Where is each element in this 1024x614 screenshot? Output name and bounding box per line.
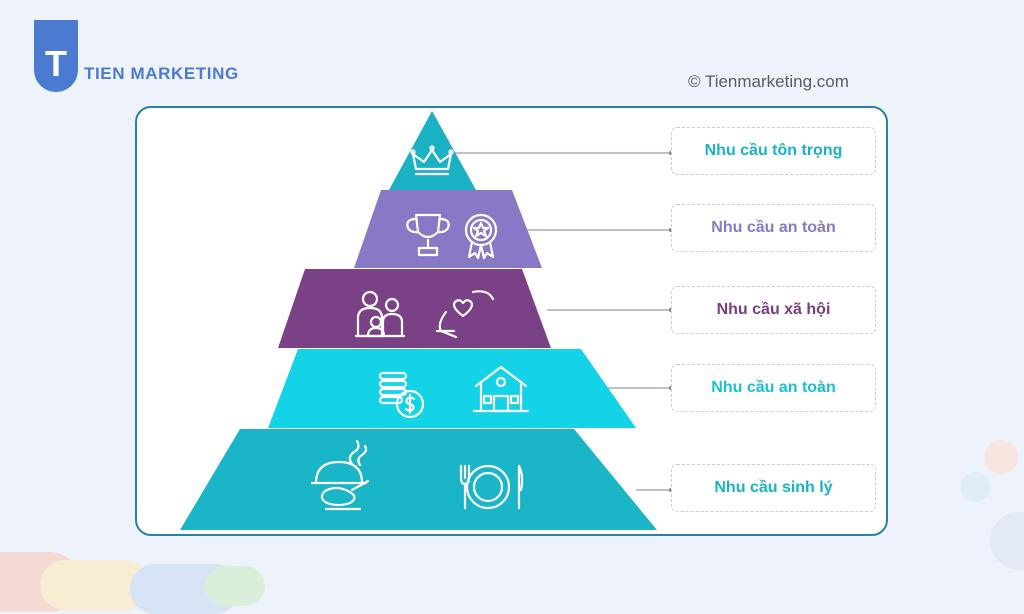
level-label-1: Nhu cầu tôn trọng xyxy=(704,142,843,159)
level-label-box-1: Nhu cầu tôn trọng xyxy=(671,127,876,175)
coins-icon xyxy=(378,371,425,419)
plate-cutlery-icon xyxy=(459,464,524,510)
brand-name: TIEN MARKETING xyxy=(84,64,239,83)
level-label-box-4: Nhu cầu an toàn xyxy=(671,364,876,412)
decor-circle-2 xyxy=(960,472,990,502)
decor-circle-1 xyxy=(984,440,1018,474)
level-label-3: Nhu cầu xã hội xyxy=(716,301,831,318)
level-label-2: Nhu cầu an toàn xyxy=(711,219,836,236)
pyramid-level-5 xyxy=(180,429,657,530)
level-label-5: Nhu cầu sinh lý xyxy=(714,479,833,496)
pyramid-level-4 xyxy=(268,349,636,428)
house-icon xyxy=(472,365,530,413)
level-label-box-2: Nhu cầu an toàn xyxy=(671,204,876,252)
brand-logo-letter: T xyxy=(45,43,67,84)
hand-heart-icon xyxy=(435,290,495,339)
family-icon xyxy=(354,290,406,338)
connector-lines xyxy=(452,152,671,491)
pyramid-level-3 xyxy=(278,269,551,348)
decor-blob-4 xyxy=(205,566,265,606)
trophy-icon xyxy=(406,213,450,257)
pyramid-diagram xyxy=(180,111,674,530)
brand-logo: T xyxy=(34,20,78,92)
copyright-text: © Tienmarketing.com xyxy=(688,72,849,91)
crown-icon xyxy=(410,145,454,176)
level-label-box-5: Nhu cầu sinh lý xyxy=(671,464,876,512)
award-badge-icon xyxy=(464,213,498,260)
level-label-4: Nhu cầu an toàn xyxy=(711,379,836,396)
level-label-box-3: Nhu cầu xã hội xyxy=(671,286,876,334)
roast-chicken-icon xyxy=(310,439,370,511)
